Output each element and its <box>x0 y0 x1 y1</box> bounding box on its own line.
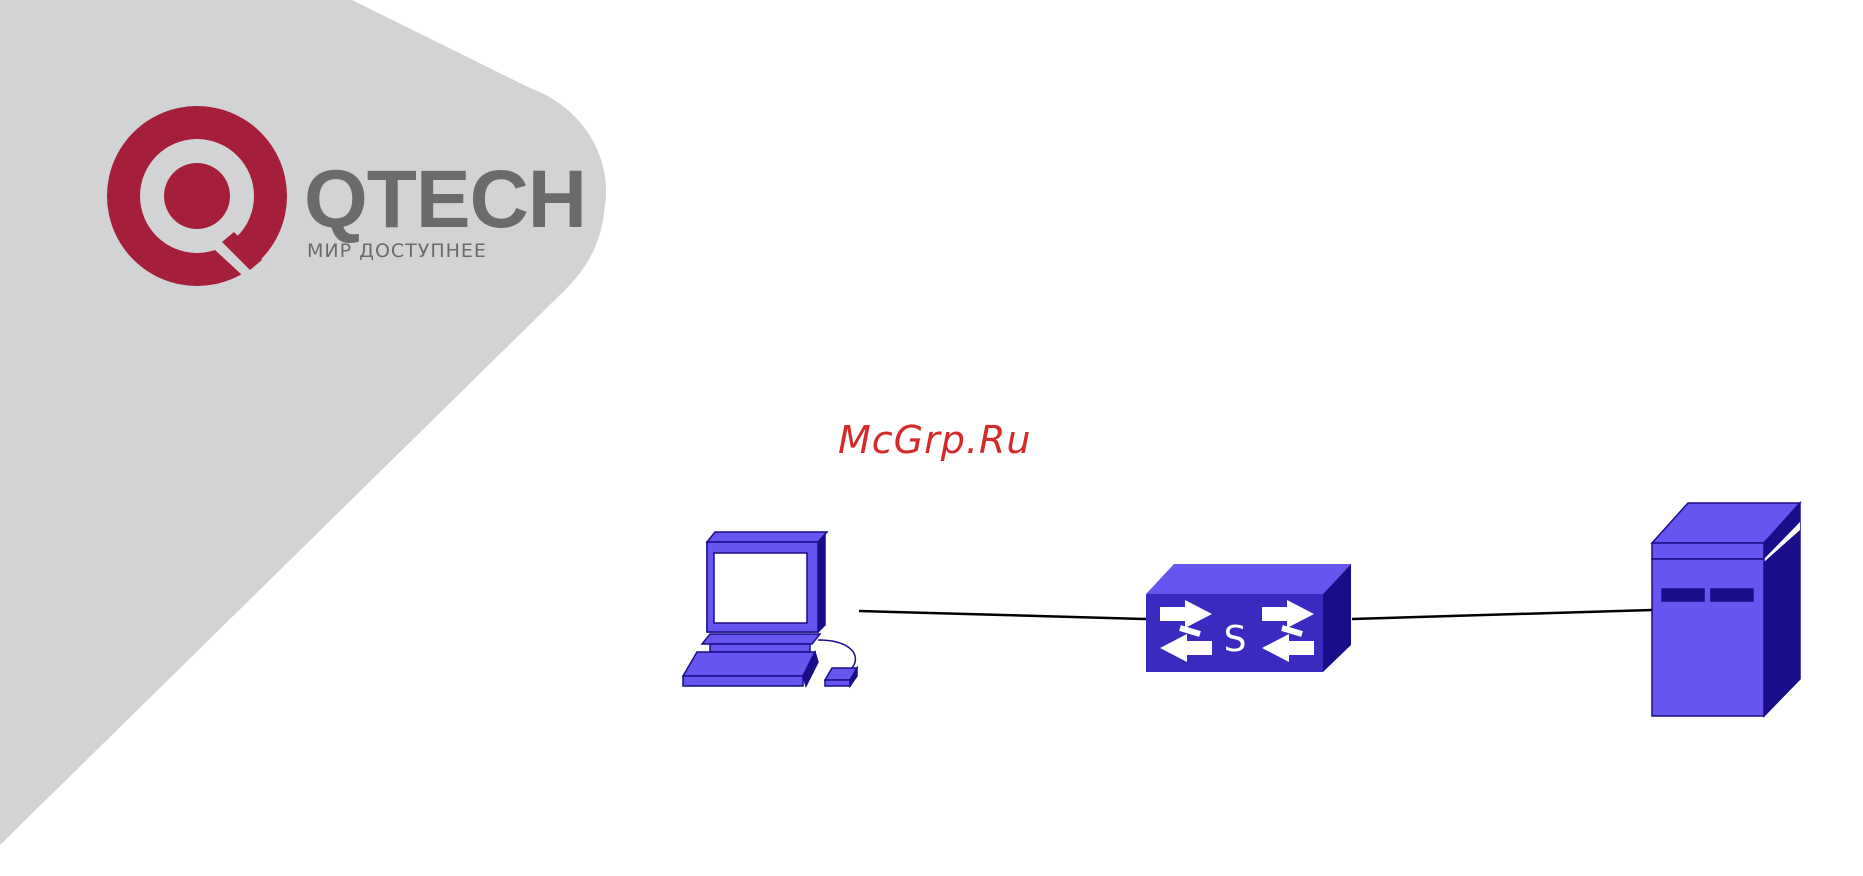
link-switch-server <box>1352 610 1652 619</box>
logo-brand-text: QTECH <box>304 154 586 245</box>
background-panel <box>0 0 606 845</box>
switch-icon: S <box>1146 564 1351 672</box>
server-icon <box>1652 503 1800 716</box>
switch-label: S <box>1224 619 1247 660</box>
watermark-text: McGrp.Ru <box>838 418 1031 462</box>
link-pc-switch <box>859 611 1146 619</box>
logo-slogan-text: МИР ДОСТУПНЕЕ <box>307 240 487 262</box>
logo-mark-icon <box>107 106 287 287</box>
computer-icon <box>683 532 857 686</box>
